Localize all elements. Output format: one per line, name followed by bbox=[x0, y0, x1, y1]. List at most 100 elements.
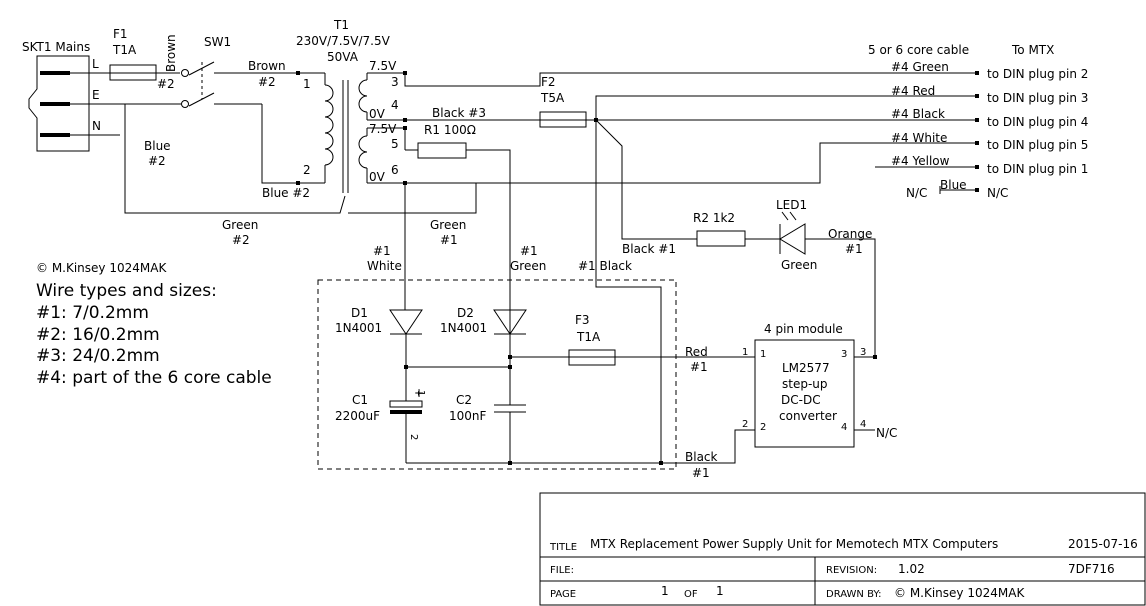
orange-num: #1 bbox=[845, 242, 863, 256]
white-label: White bbox=[367, 259, 402, 273]
led-color: Green bbox=[781, 258, 817, 272]
cable-terminals bbox=[975, 71, 979, 192]
diode-d1 bbox=[389, 309, 423, 367]
title-label: TITLE bbox=[549, 542, 577, 553]
module-pin2-outer: 2 bbox=[742, 419, 748, 430]
file-label: FILE: bbox=[550, 565, 574, 576]
module-line1: LM2577 bbox=[782, 361, 830, 375]
page-label: PAGE bbox=[550, 589, 576, 600]
f3-value: T1A bbox=[576, 330, 601, 344]
cable-row4-dest: to DIN plug pin 5 bbox=[987, 138, 1088, 152]
capacitor-c2 bbox=[494, 367, 526, 463]
t1-pin5: 5 bbox=[391, 137, 399, 151]
cable-row2-code: #4 Red bbox=[891, 84, 935, 98]
mains-e-label: E bbox=[92, 88, 100, 102]
t1-pin4: 4 bbox=[391, 98, 399, 112]
module-pin4-outer: 4 bbox=[860, 419, 866, 430]
brown-vertical-num: #2 bbox=[157, 77, 175, 91]
black-mod-num: #1 bbox=[692, 466, 710, 480]
led1 bbox=[779, 211, 806, 255]
f2-ref: F2 bbox=[541, 75, 556, 89]
t1-75v-a: 7.5V bbox=[369, 59, 397, 73]
module-pin1-inner: 1 bbox=[760, 349, 766, 360]
drawn-by-value: © M.Kinsey 1024MAK bbox=[894, 586, 1025, 600]
green-d2-num: #1 bbox=[520, 244, 538, 258]
orange-label: Orange bbox=[828, 227, 872, 241]
module-pin1-outer: 1 bbox=[742, 347, 748, 358]
t1-75v-b: 7.5V bbox=[369, 122, 397, 136]
title-block bbox=[539, 492, 1146, 606]
cable-dest: To MTX bbox=[1011, 43, 1054, 57]
c1-ref: C1 bbox=[352, 393, 368, 407]
r1-label: R1 100Ω bbox=[424, 123, 476, 137]
brown-num: #2 bbox=[258, 75, 276, 89]
wire-type-2: #2: 16/0.2mm bbox=[36, 325, 160, 345]
cable-nc-right: N/C bbox=[987, 186, 1008, 200]
green-mid-num: #1 bbox=[440, 233, 458, 247]
f1-value: T1A bbox=[112, 43, 137, 57]
brown-vertical-label: Brown bbox=[164, 34, 178, 72]
revision-label: REVISION: bbox=[826, 565, 877, 576]
revision-value: 1.02 bbox=[898, 562, 925, 576]
module-line4: converter bbox=[779, 409, 837, 423]
mains-socket bbox=[28, 55, 125, 152]
module-pin3-inner: 3 bbox=[841, 349, 847, 360]
t1-0v-b: 0V bbox=[369, 170, 386, 184]
c1-pin1: 1 bbox=[415, 390, 426, 396]
f1-ref: F1 bbox=[113, 27, 128, 41]
module-line2: step-up bbox=[782, 377, 828, 391]
cable-row4-code: #4 White bbox=[891, 131, 947, 145]
c1-plus: + bbox=[414, 386, 424, 400]
f3-ref: F3 bbox=[575, 313, 590, 327]
blue-left-num: #2 bbox=[148, 154, 166, 168]
d1-ref: D1 bbox=[351, 306, 368, 320]
drawing-title: MTX Replacement Power Supply Unit for Me… bbox=[590, 537, 998, 551]
module-line3: DC-DC bbox=[781, 393, 821, 407]
page-total: 1 bbox=[716, 584, 724, 598]
transformer-t1 bbox=[296, 71, 540, 193]
wire-type-4: #4: part of the 6 core cable bbox=[36, 368, 272, 388]
t1-pin3: 3 bbox=[391, 75, 399, 89]
wire-types-heading: Wire types and sizes: bbox=[36, 281, 217, 301]
module-nc: N/C bbox=[876, 426, 897, 440]
t1-pin2: 2 bbox=[303, 163, 311, 177]
capacitor-c1 bbox=[389, 367, 423, 463]
module-pin2-inner: 2 bbox=[760, 422, 766, 433]
green-d2-label: Green bbox=[510, 259, 546, 273]
cable-title: 5 or 6 core cable bbox=[868, 43, 969, 57]
mains-n-label: N bbox=[92, 119, 101, 133]
green-left-label: Green bbox=[222, 218, 258, 232]
module-pin3-outer: 3 bbox=[860, 347, 866, 358]
d2-ref: D2 bbox=[457, 306, 474, 320]
of-label: OF bbox=[684, 589, 698, 600]
r2-label: R2 1k2 bbox=[693, 211, 735, 225]
drawing-code: 7DF716 bbox=[1068, 562, 1115, 576]
copyright-note: © M.Kinsey 1024MAK bbox=[36, 261, 167, 275]
cable-row3-code: #4 Black bbox=[891, 107, 945, 121]
cable-nc-left: N/C bbox=[906, 186, 927, 200]
mains-title: SKT1 Mains bbox=[22, 40, 90, 54]
c2-ref: C2 bbox=[456, 393, 472, 407]
cable-nc-blue: Blue bbox=[940, 178, 967, 192]
resistor-r1 bbox=[417, 142, 467, 159]
cable-row1-code: #4 Green bbox=[891, 60, 949, 74]
t1-0v-a: 0V bbox=[369, 107, 386, 121]
sw1-ref: SW1 bbox=[204, 35, 231, 49]
wire-type-3: #3: 24/0.2mm bbox=[36, 346, 160, 366]
blue-left-label: Blue bbox=[144, 139, 171, 153]
module-pin4-inner: 4 bbox=[841, 422, 847, 433]
d2-value: 1N4001 bbox=[440, 321, 487, 335]
black-led-label: Black #1 bbox=[622, 242, 676, 256]
brown-label: Brown bbox=[248, 59, 286, 73]
cable-row2-dest: to DIN plug pin 3 bbox=[987, 91, 1088, 105]
blue-bottom-label: Blue #2 bbox=[262, 186, 310, 200]
black3-label: Black #3 bbox=[432, 106, 486, 120]
black1-top-label: #1 Black bbox=[578, 259, 632, 273]
green-mid-label: Green bbox=[430, 218, 466, 232]
drawing-date: 2015-07-16 bbox=[1068, 537, 1138, 551]
module-title: 4 pin module bbox=[764, 322, 843, 336]
led-ref: LED1 bbox=[776, 198, 807, 212]
cable-row5-code: #4 Yellow bbox=[891, 154, 950, 168]
rectifier-board-outline bbox=[317, 279, 677, 470]
